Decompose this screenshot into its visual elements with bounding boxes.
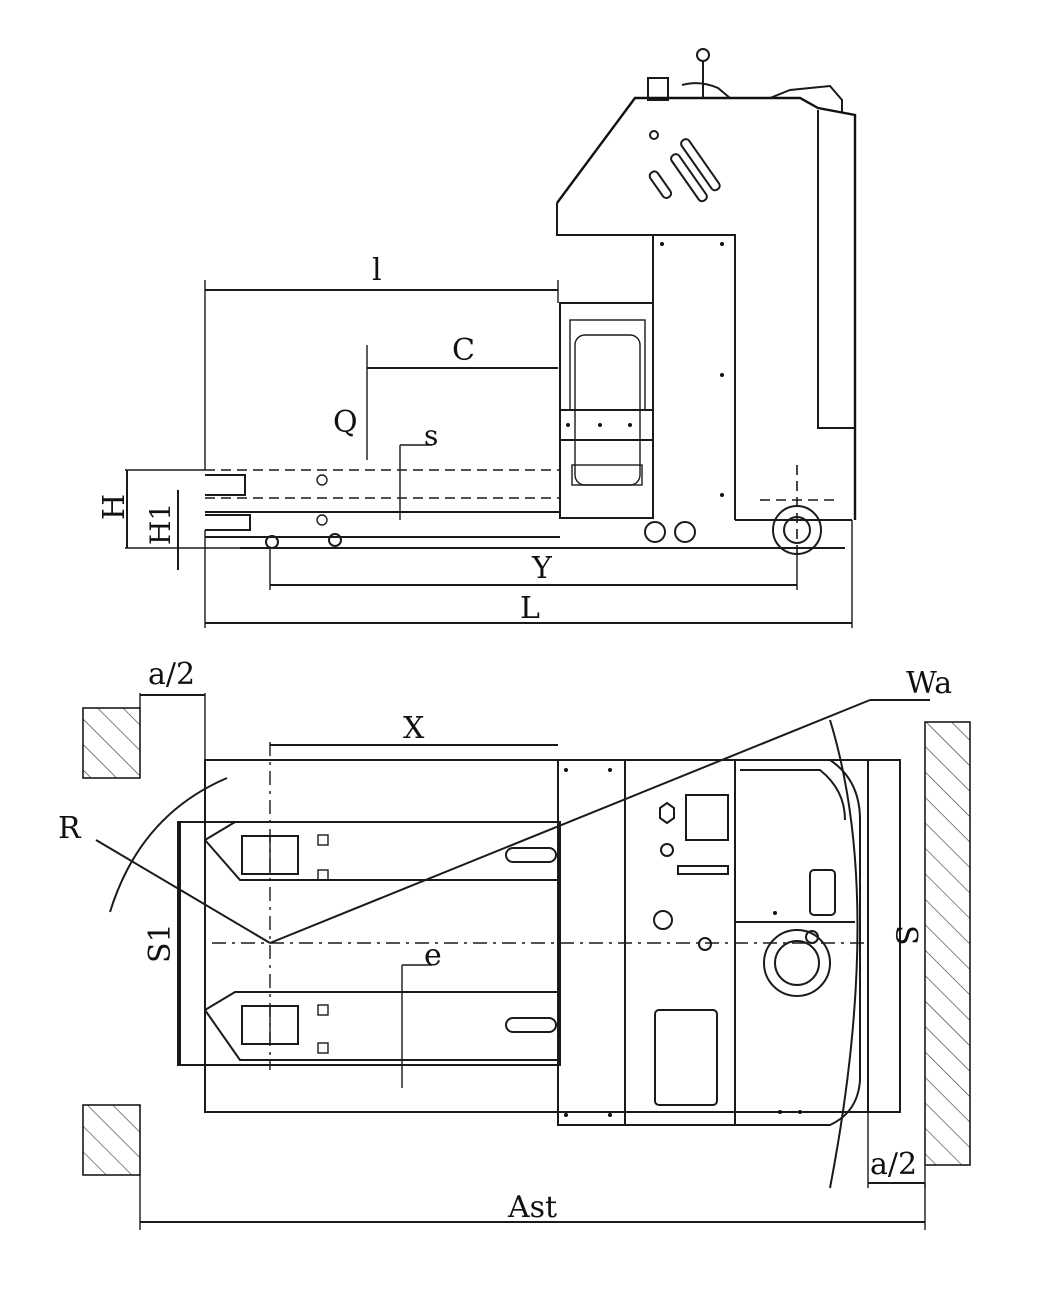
turning-arc-left: [109, 777, 228, 913]
dim-label-Y: Y: [531, 551, 553, 586]
wall-right: [924, 721, 971, 1166]
dim-label-X: X: [403, 711, 425, 746]
side-dimensions: [125, 280, 853, 628]
top-view: a/2 X Wa R S1 e S a/2 Ast: [58, 657, 971, 1230]
dim-label-Q: Q: [333, 405, 358, 440]
dim-label-e: e: [424, 938, 442, 973]
top-dimensions: [139, 693, 926, 1230]
radius-line-R: [95, 839, 271, 944]
dim-label-R: R: [58, 811, 82, 846]
forks-side: [205, 469, 560, 549]
dim-label-L: L: [520, 591, 540, 626]
wall-left-upper: [82, 707, 141, 779]
mast-frame: [559, 302, 654, 519]
dim-label-a2-left: a/2: [148, 657, 195, 692]
pallet-outline: [204, 759, 901, 1113]
dim-label-Wa: Wa: [906, 666, 952, 701]
dim-label-S1: S1: [143, 923, 178, 963]
dim-label-a2-right: a/2: [870, 1147, 917, 1182]
wheels-side: [644, 465, 835, 555]
side-view: l C Q s H H1 Y L: [97, 48, 857, 628]
dim-label-S: S: [888, 925, 923, 946]
wall-left-lower: [82, 1104, 141, 1176]
dim-label-s: s: [424, 419, 438, 452]
chassis-body: [556, 48, 857, 521]
radius-line-Wa: [269, 699, 871, 944]
dim-label-Ast: Ast: [507, 1190, 557, 1225]
forks-top: [204, 821, 560, 1061]
dim-label-H: H: [97, 494, 132, 520]
dim-label-H1: H1: [144, 503, 177, 545]
turning-arc-right: [829, 719, 859, 1189]
dim-label-C: C: [452, 333, 475, 368]
dim-label-l: l: [372, 253, 382, 288]
